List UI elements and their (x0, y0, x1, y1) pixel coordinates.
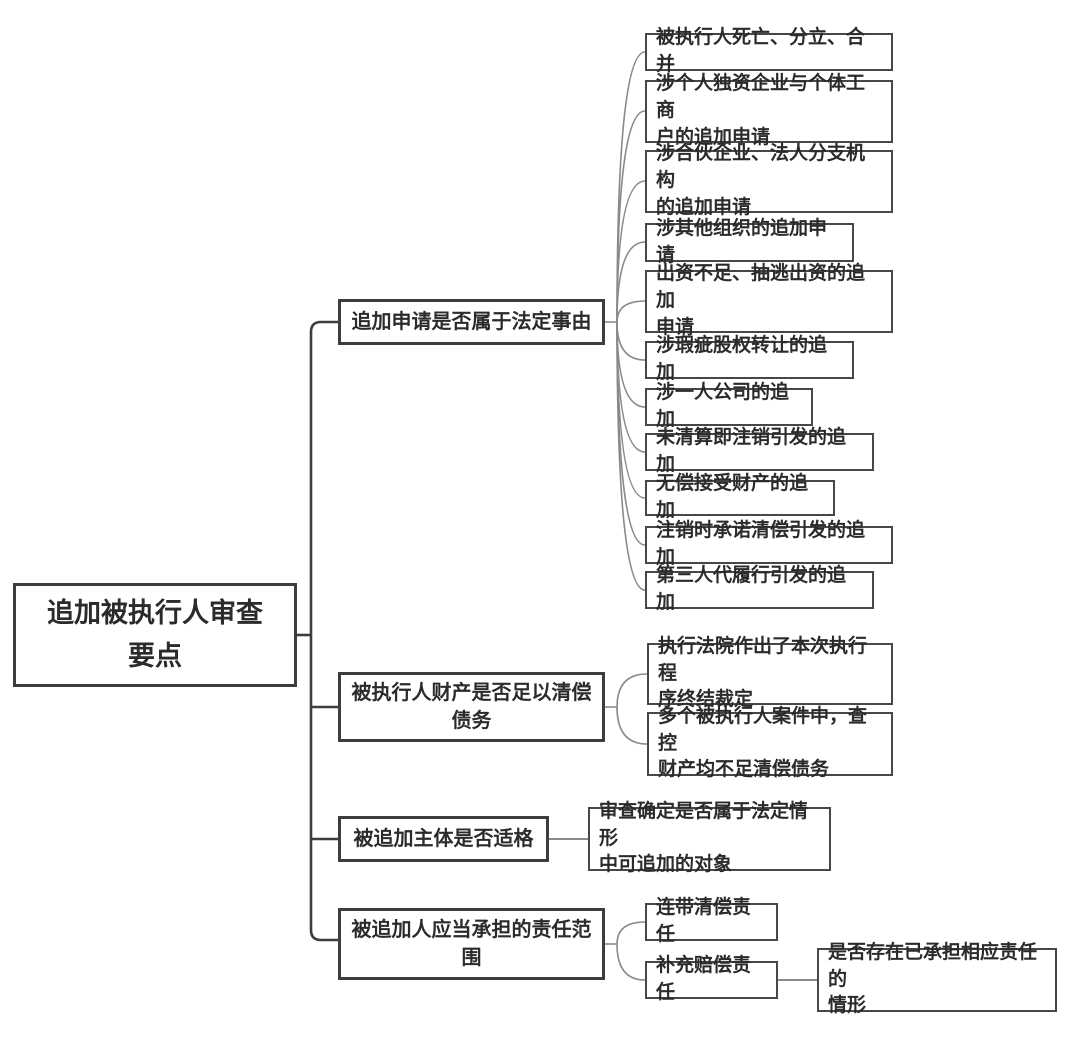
node-leaf-deregistered-without-liquidation: 未清算即注销引发的追加 (645, 427, 874, 475)
node-leaf-already-borne-liability: 是否存在已承担相应责任的 情形 (817, 942, 1057, 1016)
node-leaf-promise-on-deregistration: 注销时承诺清偿引发的追加 (645, 520, 893, 568)
node-leaf-multiple-debtors-insufficient: 多个被执行人案件中，查控 财产均不足清偿债务 (647, 706, 893, 780)
trunk-line (309, 320, 338, 942)
node-leaf-one-person-company: 涉一人公司的追加 (645, 382, 813, 430)
node-branch-statutory-grounds: 追加申请是否属于法定事由 (338, 299, 605, 345)
node-branch-liability-scope: 被追加人应当承担的责任范 围 (338, 908, 605, 980)
node-leaf-third-party-performance: 第三人代履行引发的追加 (645, 565, 874, 613)
node-leaf-death-split-merge: 被执行人死亡、分立、合并 (645, 27, 893, 75)
node-leaf-other-organizations: 涉其他组织的追加申请 (645, 218, 854, 266)
node-root-title: 追加被执行人审查 要点 (13, 583, 297, 687)
node-leaf-sole-proprietorship: 涉个人独资企业与个体工商 户的追加申请 (645, 73, 893, 148)
node-leaf-partnership-branch: 涉合伙企业、法人分支机构 的追加申请 (645, 143, 893, 218)
node-leaf-supplementary-liability: 补充赔偿责任 (645, 955, 778, 1003)
node-leaf-termination-ruling: 执行法院作出了本次执行程 序终结裁定 (647, 636, 893, 710)
node-leaf-defective-equity-transfer: 涉瑕疵股权转让的追加 (645, 335, 854, 383)
node-leaf-insufficient-capital: 出资不足、抽逃出资的追加 申请 (645, 263, 893, 338)
node-leaf-joint-liability: 连带清偿责任 (645, 897, 778, 945)
node-leaf-gratuitous-property: 无偿接受财产的追加 (645, 473, 835, 521)
node-branch-subject-eligibility: 被追加主体是否适格 (338, 816, 549, 862)
node-leaf-statutory-addable-object: 审查确定是否属于法定情形 中可追加的对象 (588, 801, 831, 875)
node-branch-property-sufficiency: 被执行人财产是否足以清偿 债务 (338, 672, 605, 742)
